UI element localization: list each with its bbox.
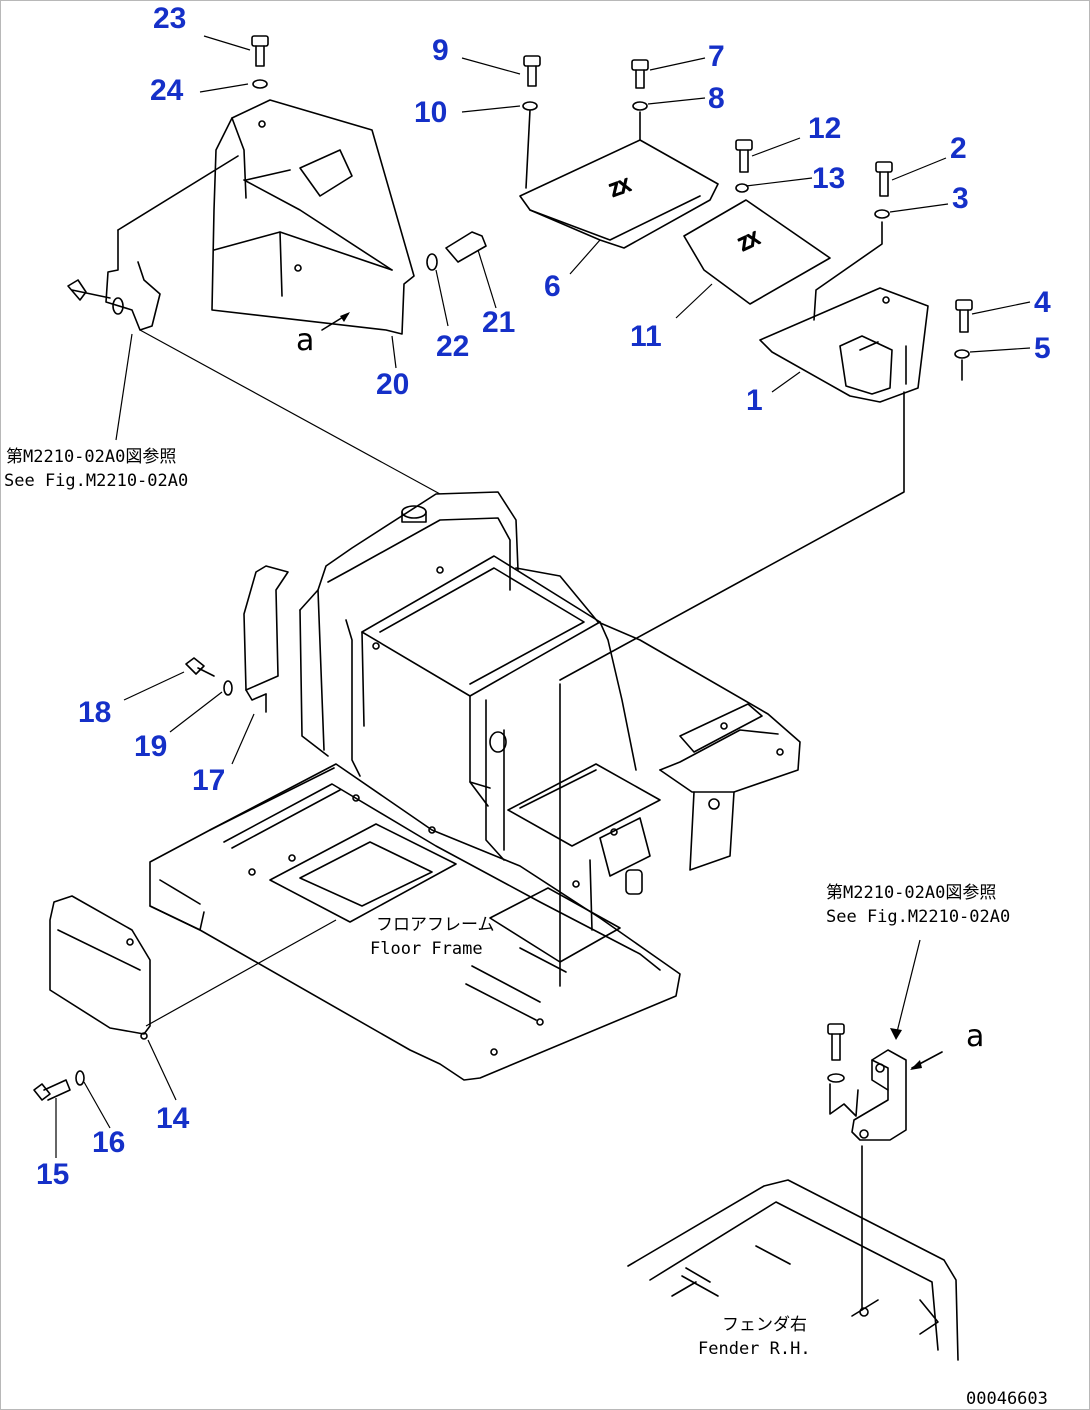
- floor-frame-label-jp: フロアフレーム: [376, 915, 495, 935]
- svg-text:ZX: ZX: [736, 229, 764, 256]
- part-20-bracket: [211, 99, 415, 335]
- marker-a-left-arrow: [321, 312, 350, 331]
- washer-3: [813, 209, 890, 321]
- callout-labels: 23 24 9 10 7 8 12 13 2 3 4 5 6 11 1 22 2…: [36, 2, 1051, 1191]
- callout-22: 22: [436, 330, 469, 363]
- plate-14: [49, 895, 151, 1040]
- fender-mount-bracket: [827, 1023, 907, 1311]
- note-right-en: See Fig.M2210-02A0: [826, 907, 1010, 927]
- callout-12: 12: [808, 112, 841, 145]
- note-left-jp: 第M2210-02A0図参照: [6, 447, 176, 467]
- callout-21: 21: [482, 306, 515, 339]
- callout-20: 20: [376, 368, 409, 401]
- floor-frame: [149, 491, 801, 1081]
- plate-6: ZX: [519, 139, 719, 249]
- bracket-1: [559, 287, 929, 681]
- left-mount-bracket: [67, 155, 239, 331]
- marker-a-right-arrow: [890, 1028, 943, 1070]
- callout-9: 9: [432, 34, 449, 67]
- callout-15: 15: [36, 1158, 69, 1191]
- plate-11: ZX: [683, 199, 831, 305]
- note-left-en: See Fig.M2210-02A0: [4, 471, 188, 491]
- callout-7: 7: [708, 40, 725, 73]
- fender-label-jp: フェンダ右: [722, 1315, 807, 1335]
- marker-a-right: a: [966, 1019, 984, 1054]
- washer-5: [954, 349, 970, 381]
- washer-22: [426, 253, 438, 271]
- callout-19: 19: [134, 730, 167, 763]
- washer-8: [632, 101, 648, 141]
- callout-11: 11: [630, 320, 662, 353]
- bolt-18: [185, 657, 215, 677]
- callout-6: 6: [544, 270, 561, 303]
- floor-frame-label-en: Floor Frame: [370, 939, 483, 959]
- drawing-code: 00046603: [966, 1389, 1048, 1409]
- bolt-4: [955, 299, 973, 333]
- callout-18: 18: [78, 696, 111, 729]
- bolt-7: [631, 59, 649, 89]
- callout-24: 24: [150, 74, 184, 107]
- bolt-23: [251, 35, 269, 67]
- callout-1: 1: [746, 384, 763, 417]
- callout-10: 10: [414, 96, 447, 129]
- callout-4: 4: [1034, 286, 1051, 319]
- plate-17: [243, 565, 289, 713]
- washer-19: [223, 680, 233, 696]
- bolt-9: [523, 55, 541, 87]
- callout-2: 2: [950, 132, 967, 165]
- fender-rh: [627, 1179, 959, 1361]
- callout-5: 5: [1034, 332, 1051, 365]
- washer-13: [735, 183, 749, 193]
- callout-23: 23: [153, 2, 186, 35]
- callout-13: 13: [812, 162, 845, 195]
- callout-16: 16: [92, 1126, 125, 1159]
- annotation-notes: 第M2210-02A0図参照 See Fig.M2210-02A0 第M2210…: [4, 323, 1048, 1409]
- assembly-lines: [139, 329, 441, 1027]
- callout-8: 8: [708, 82, 725, 115]
- svg-text:ZX: ZX: [607, 176, 634, 202]
- fender-label-en: Fender R.H.: [698, 1339, 811, 1359]
- leader-lines: [55, 35, 1031, 1158]
- note-right-jp: 第M2210-02A0図参照: [826, 883, 996, 903]
- bolt-15: [33, 1079, 71, 1101]
- bolt-2: [875, 161, 893, 197]
- washer-16: [75, 1070, 85, 1086]
- washer-10: [522, 101, 538, 189]
- callout-17: 17: [192, 764, 225, 797]
- bolt-12: [735, 139, 753, 173]
- bolt-21: [445, 231, 487, 263]
- callout-3: 3: [952, 182, 969, 215]
- marker-a-left: a: [296, 323, 314, 358]
- callout-14: 14: [156, 1102, 190, 1135]
- washer-24: [252, 79, 268, 89]
